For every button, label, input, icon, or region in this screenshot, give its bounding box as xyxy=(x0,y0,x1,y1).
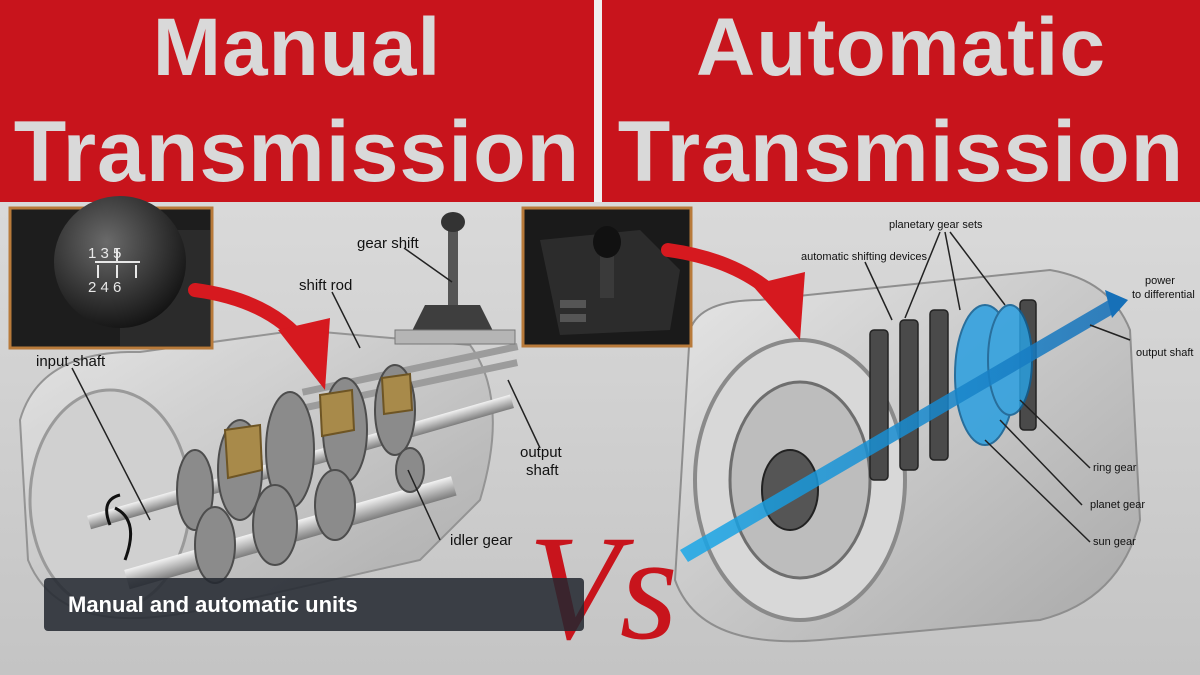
planetary-gear-sets-label: planetary gear sets xyxy=(889,219,983,231)
automatic-leader-lines xyxy=(864,231,1131,543)
banner-divider xyxy=(594,0,602,202)
power-label-line2: to differential xyxy=(1132,289,1195,301)
output-shaft-label: output shaft xyxy=(1136,347,1194,359)
output-shaft-label-line2: shaft xyxy=(526,462,559,479)
manual-pointer-arrow xyxy=(188,283,330,390)
automatic-title-line1: Automatic xyxy=(696,2,1106,93)
input-shaft-label: input shaft xyxy=(36,353,106,370)
sun-gear-label: sun gear xyxy=(1093,536,1136,548)
automatic-shifting-devices-label: automatic shifting devices xyxy=(801,251,927,263)
caption-bar: Manual and automatic units xyxy=(44,578,584,631)
gear-shift-label: gear shift xyxy=(357,235,420,252)
manual-shift-knob-photo: 1 3 5 2 4 6 xyxy=(8,196,214,350)
knob-numbers-bottom: 2 4 6 xyxy=(88,279,121,296)
shift-rod-label: shift rod xyxy=(299,277,352,294)
knob-numbers-top: 1 3 5 xyxy=(88,245,121,262)
automatic-title-line2: Transmission xyxy=(617,104,1185,200)
manual-gearbox xyxy=(18,212,519,620)
planet-gear-label: planet gear xyxy=(1090,499,1145,511)
automatic-gearbox xyxy=(673,268,1142,643)
manual-title-line1: Manual xyxy=(152,2,442,93)
idler-gear-label: idler gear xyxy=(450,532,513,549)
automatic-transmission-banner: Automatic Transmission xyxy=(602,0,1200,202)
power-label-line1: power xyxy=(1145,275,1175,287)
output-shaft-label-line1: output xyxy=(520,444,563,461)
automatic-shifter-photo xyxy=(521,206,693,348)
automatic-pointer-arrow xyxy=(661,243,805,340)
manual-title-line2: Transmission xyxy=(13,104,581,200)
manual-leader-lines xyxy=(71,247,541,541)
manual-transmission-banner: Manual Transmission xyxy=(0,0,594,202)
ring-gear-label: ring gear xyxy=(1093,462,1137,474)
